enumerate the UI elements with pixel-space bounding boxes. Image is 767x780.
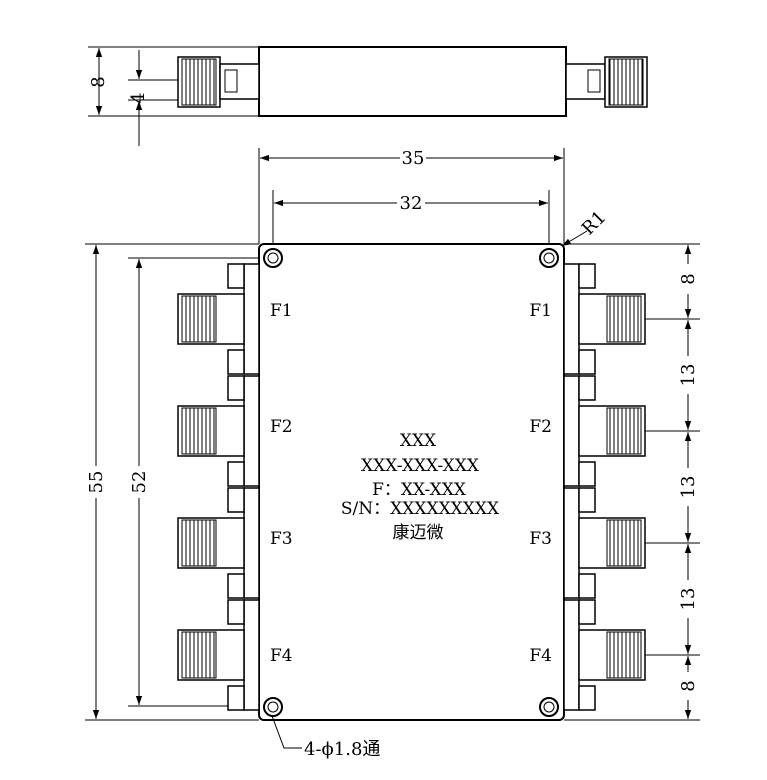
side-right-connector: [565, 56, 648, 108]
left-port-label-f4: F4: [270, 646, 293, 666]
pitch-1-label: 13: [678, 364, 699, 387]
left-connectors: [177, 263, 260, 711]
side-inner-label: 4: [128, 92, 149, 103]
mounting-holes: [263, 248, 559, 717]
height-outer-label: 55: [86, 471, 107, 494]
left-connector-f3: [177, 487, 260, 599]
side-view-body: [258, 46, 567, 117]
marking-model: XXX: [400, 431, 437, 451]
left-port-label-f3: F3: [270, 529, 293, 549]
marking-brand: 康迈微: [393, 523, 444, 543]
right-port-label-f4: F4: [529, 646, 552, 666]
height-dimensions: [85, 243, 273, 721]
pitch-2-label: 13: [678, 476, 699, 499]
side-left-connector: [177, 56, 260, 108]
product-marking: XXX XXX-XXX-XXX F：XX-XXX S/N：XXXXXXXXX 康…: [341, 431, 500, 543]
pitch-bottom-label: 8: [678, 680, 699, 691]
right-connectors: [563, 263, 646, 711]
marking-serial: S/N：XXXXXXXXX: [341, 499, 500, 519]
width-dimensions: [258, 148, 565, 258]
marking-part-number: XXX-XXX-XXX: [361, 456, 480, 476]
right-connector-f3: [563, 487, 646, 599]
right-port-label-f3: F3: [529, 529, 552, 549]
pitch-dimensions: [564, 243, 700, 721]
pitch-top-label: 8: [678, 273, 699, 284]
side-height-label: 8: [88, 76, 109, 87]
right-connector-f1: [563, 263, 646, 375]
right-port-label-f1: F1: [529, 301, 552, 321]
marking-frequency: F：XX-XXX: [372, 480, 467, 500]
left-connector-f2: [177, 375, 260, 487]
height-inner-label: 52: [129, 471, 150, 494]
width-inner-label: 32: [400, 193, 423, 214]
left-connector-f1: [177, 263, 260, 375]
side-view: 8 4: [88, 46, 648, 146]
right-connector-f4: [563, 599, 646, 711]
right-port-label-f2: F2: [529, 417, 552, 437]
radius-label: R1: [578, 207, 611, 240]
left-connector-f4: [177, 599, 260, 711]
side-height-dimension: [88, 46, 259, 146]
width-outer-label: 35: [402, 148, 425, 169]
hole-note-label: 4-ϕ1.8通: [304, 739, 380, 760]
front-view: F1 F2 F3 F4 F1 F2 F3 F4 XXX XXX-XXX-XXX …: [177, 243, 646, 721]
left-port-label-f2: F2: [270, 417, 293, 437]
right-connector-f2: [563, 375, 646, 487]
hole-note-leader: [271, 715, 302, 749]
pitch-3-label: 13: [678, 588, 699, 611]
left-port-label-f1: F1: [270, 301, 293, 321]
